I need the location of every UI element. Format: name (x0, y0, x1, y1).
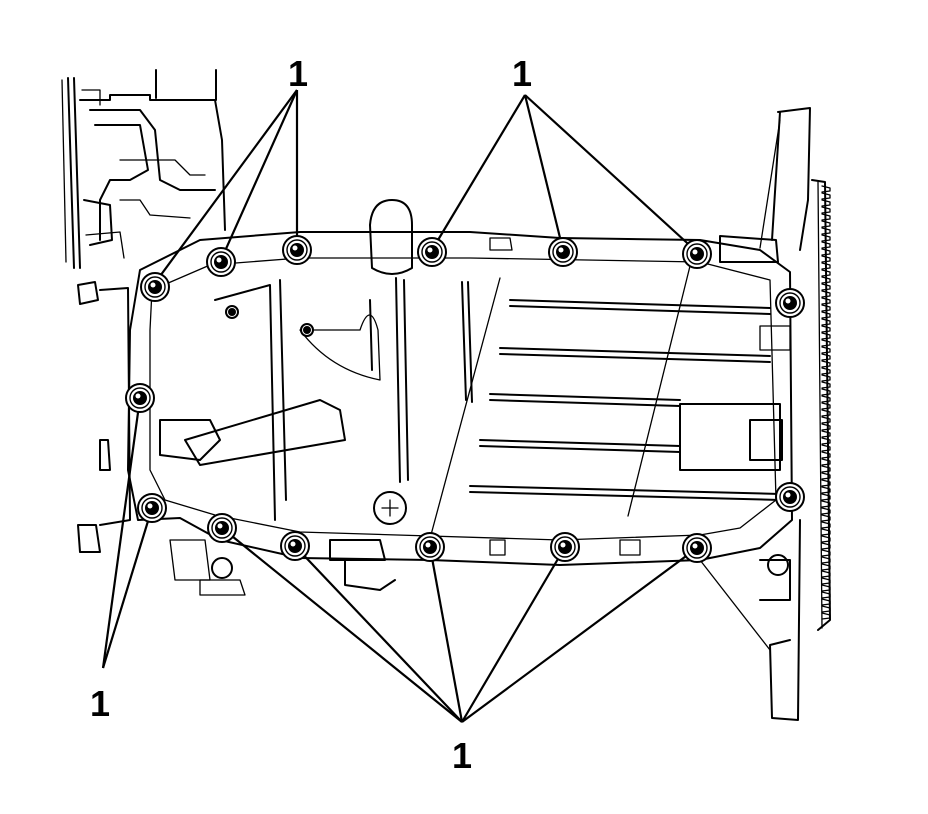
bolt-icon (137, 493, 167, 523)
bolt-icon (206, 247, 236, 277)
leader-lines (101, 89, 698, 723)
oil-pan-body (127, 119, 793, 651)
bolt-icon (417, 237, 447, 267)
bolt-icon (775, 288, 805, 318)
bolt-icon (125, 383, 155, 413)
bolt-icon (682, 533, 712, 563)
bolt-icon (775, 482, 805, 512)
callout-label-bottom-left: 1 (90, 683, 110, 724)
bolt-icon (280, 531, 310, 561)
callout-label-top-right: 1 (512, 53, 532, 94)
bolt-icon (415, 532, 445, 562)
bolt-icon (682, 239, 712, 269)
callout-label-bottom-center: 1 (452, 735, 472, 776)
bolts-group (125, 235, 805, 563)
bolt-icon (300, 323, 314, 337)
callout-label-top-left: 1 (288, 53, 308, 94)
bolt-icon (550, 532, 580, 562)
bolt-icon (548, 237, 578, 267)
engine-block-left (61, 69, 226, 553)
flywheel-right (759, 107, 831, 721)
bolt-icon (225, 305, 239, 319)
bolt-icon (207, 513, 237, 543)
bolt-icon (140, 272, 170, 302)
bolt-icon (282, 235, 312, 265)
